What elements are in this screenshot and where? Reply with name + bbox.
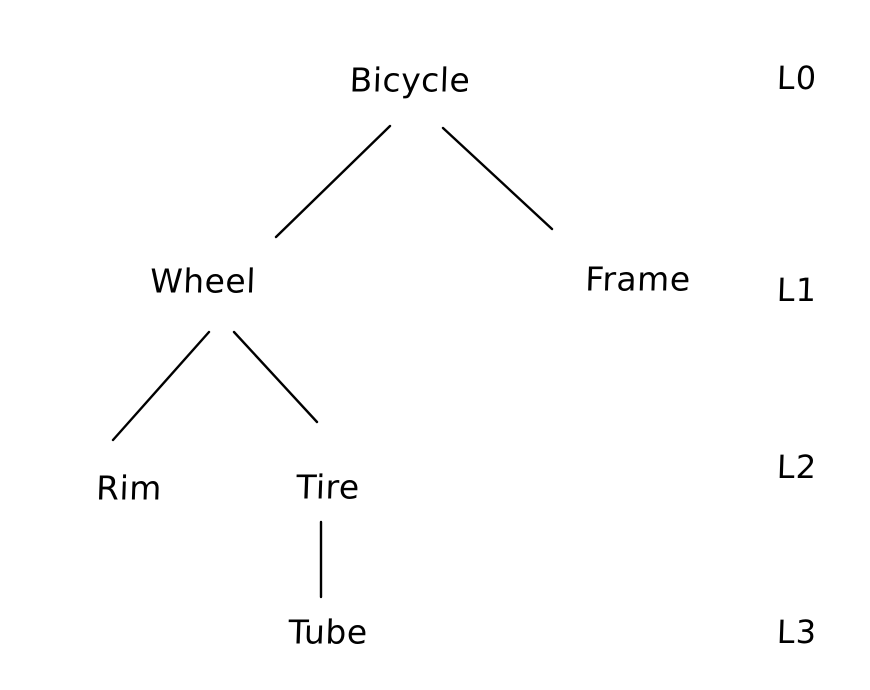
level-label-l0: L0: [776, 59, 818, 97]
level-label-l2: L2: [776, 448, 818, 486]
edge-wheel-rim: [111, 330, 211, 442]
level-label-l1: L1: [776, 271, 818, 309]
level-label-l3: L3: [776, 613, 818, 651]
edge-bicycle-frame: [441, 126, 554, 231]
node-frame: Frame: [584, 259, 692, 299]
node-rim: Rim: [95, 468, 163, 508]
edge-wheel-tire: [232, 330, 319, 424]
node-tube: Tube: [287, 612, 369, 652]
node-tire: Tire: [295, 467, 361, 507]
node-bicycle: Bicycle: [349, 60, 471, 100]
node-wheel: Wheel: [149, 261, 257, 301]
edge-bicycle-wheel: [274, 124, 392, 239]
